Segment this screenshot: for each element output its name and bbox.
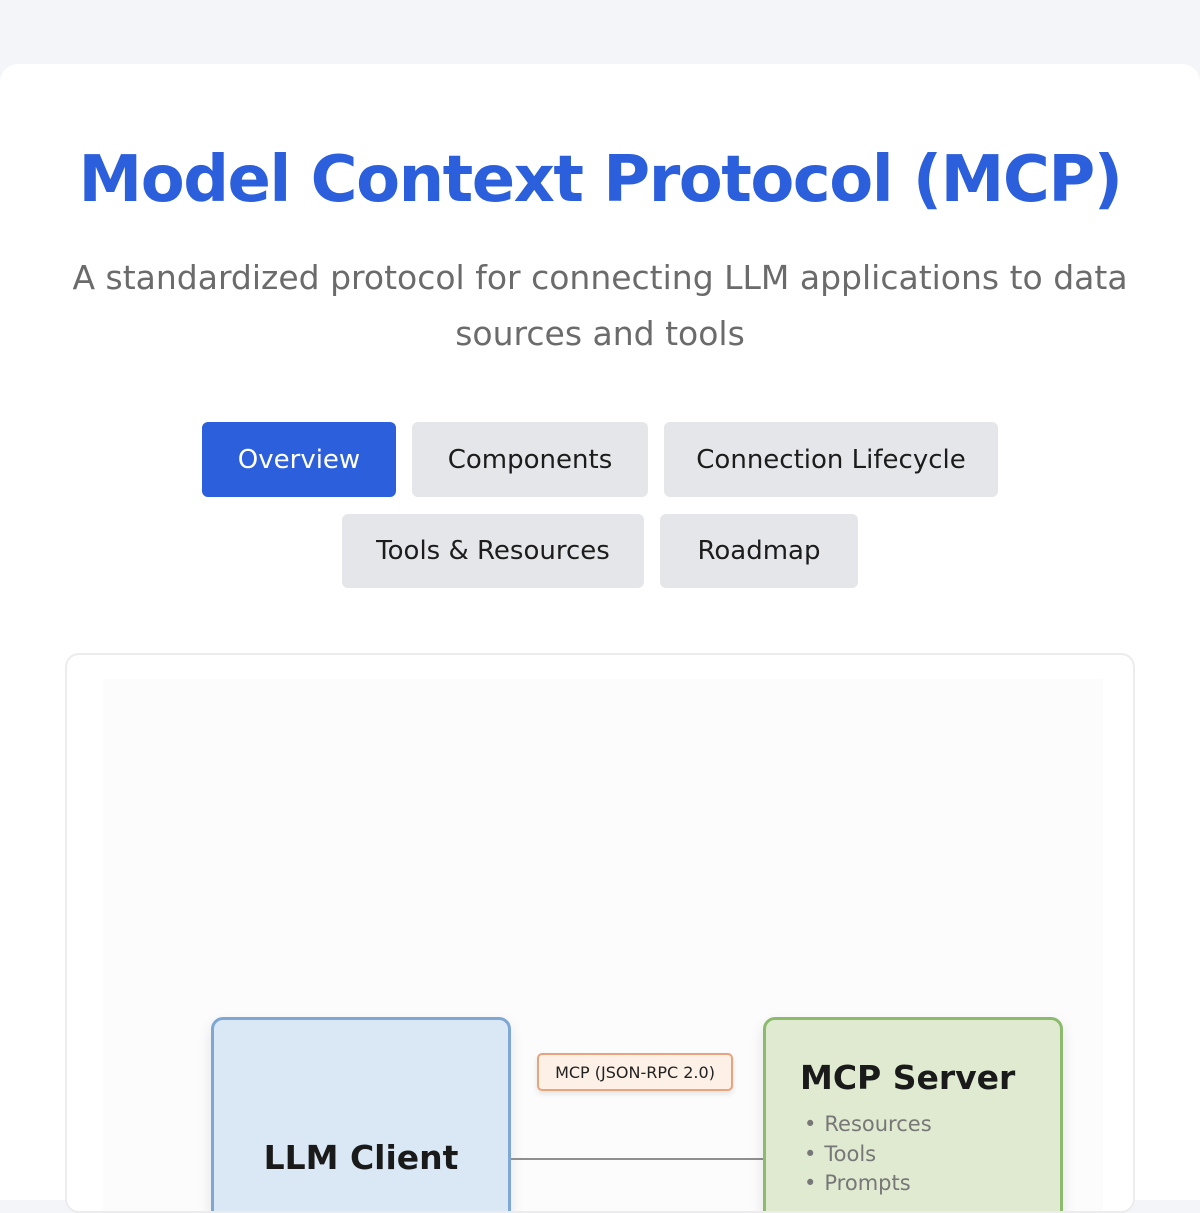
bullet-icon: • <box>804 1171 817 1195</box>
server-item-tools: Tools <box>824 1141 877 1166</box>
tab-overview[interactable]: Overview <box>202 422 396 497</box>
list-item: • Prompts <box>804 1169 932 1199</box>
llm-client-box: LLM Client <box>211 1017 511 1211</box>
bullet-icon: • <box>804 1141 817 1166</box>
page-title: Model Context Protocol (MCP) <box>78 143 1123 217</box>
llm-client-label: LLM Client <box>263 1138 459 1177</box>
connection-line <box>511 1158 763 1160</box>
server-item-resources: Resources <box>824 1112 932 1136</box>
list-item: • Tools <box>804 1140 932 1170</box>
tab-tools-resources[interactable]: Tools & Resources <box>342 514 644 588</box>
tab-components[interactable]: Components <box>412 422 648 497</box>
server-item-prompts: Prompts <box>824 1171 911 1195</box>
mcp-server-title: MCP Server <box>800 1058 1016 1097</box>
architecture-diagram: LLM Client MCP (JSON-RPC 2.0) MCP Server… <box>103 679 1103 1211</box>
list-item: • Resources <box>804 1110 932 1140</box>
tab-roadmap[interactable]: Roadmap <box>660 514 858 588</box>
page-subtitle: A standardized protocol for connecting L… <box>72 258 1128 353</box>
bullet-icon: • <box>804 1112 817 1136</box>
tab-connection-lifecycle[interactable]: Connection Lifecycle <box>664 422 998 497</box>
protocol-label: MCP (JSON-RPC 2.0) <box>537 1053 733 1091</box>
diagram-panel: LLM Client MCP (JSON-RPC 2.0) MCP Server… <box>65 653 1135 1213</box>
server-capability-list: • Resources • Tools • Prompts <box>804 1110 932 1199</box>
mcp-server-box: MCP Server • Resources • Tools • Prompts <box>763 1017 1063 1211</box>
